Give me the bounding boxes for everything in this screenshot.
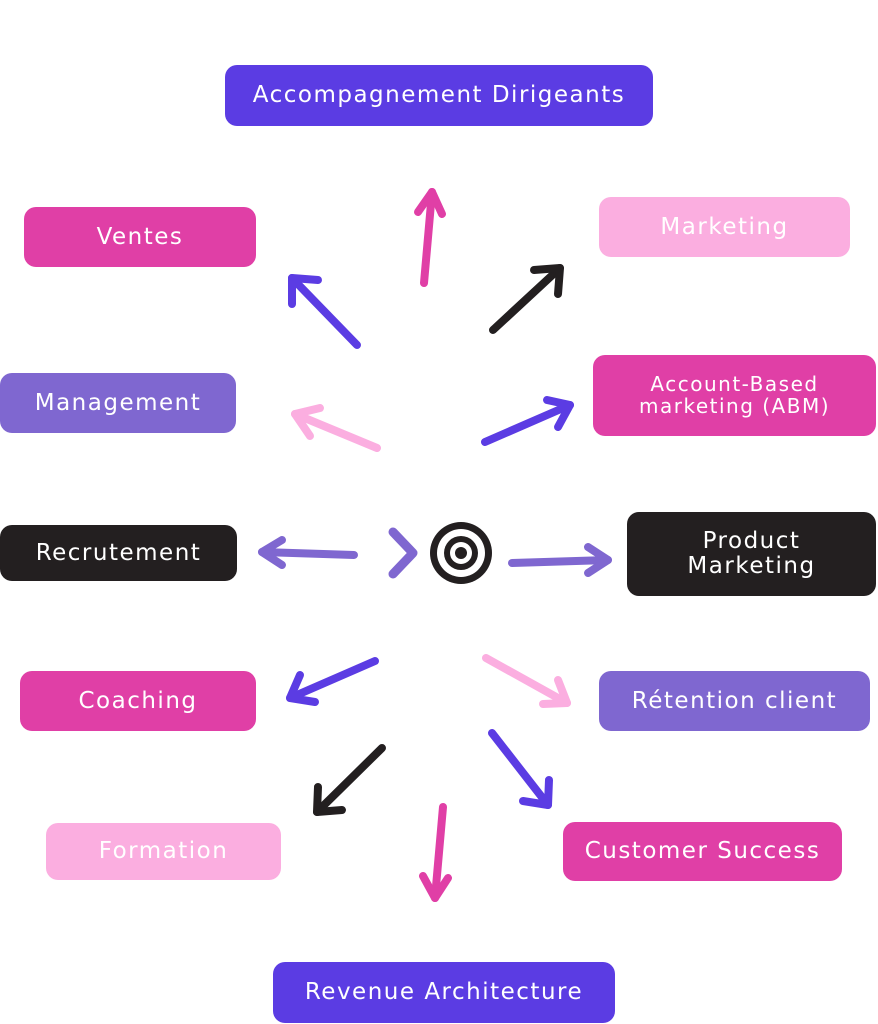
node-label: Accompagnement Dirigeants [252,82,626,109]
node-label: Recrutement [35,539,202,566]
node-ventes: Ventes [24,207,256,267]
node-recrutement: Recrutement [0,525,237,581]
node-retention-client: Rétention client [599,671,870,731]
node-label: Marketing [660,213,789,240]
node-label: Revenue Architecture [304,979,584,1006]
center-chevron-icon [388,527,418,579]
arrow-to-ventes [288,274,361,349]
arrow-to-coaching [286,657,379,706]
arrow-to-customer-success [488,729,553,809]
node-label-line2: marketing (ABM) [638,393,831,418]
node-label: Ventes [96,223,184,250]
arrow-to-recrutement [258,536,358,569]
node-label: Formation [98,838,229,865]
arrow-to-retention [482,654,571,708]
node-product-marketing: Product Marketing [627,512,876,596]
arrow-to-accompagnement [414,188,446,287]
node-accompagnement-dirigeants: Accompagnement Dirigeants [225,65,653,126]
node-marketing: Marketing [599,197,850,257]
arrow-to-formation [313,744,386,816]
arrow-to-marketing [489,264,564,334]
node-label: Coaching [78,687,198,714]
node-coaching: Coaching [20,671,256,731]
node-label-line2: Marketing [687,553,816,579]
target-icon [430,522,492,584]
node-account-based-marketing: Account-Based marketing (ABM) [593,355,876,436]
node-label-line1: Account-Based [650,371,819,396]
arrow-to-revenue-architecture [419,803,452,902]
node-management: Management [0,373,236,433]
arrow-to-abm [481,396,574,446]
node-label-line1: Product [702,528,801,555]
arrow-to-management [291,404,381,452]
node-revenue-architecture: Revenue Architecture [273,962,615,1023]
arrow-to-product-marketing [508,543,612,577]
node-label: Customer Success [584,838,821,865]
node-label: Management [34,389,202,416]
node-formation: Formation [46,823,281,880]
node-customer-success: Customer Success [563,822,842,881]
node-label: Rétention client [631,687,838,714]
